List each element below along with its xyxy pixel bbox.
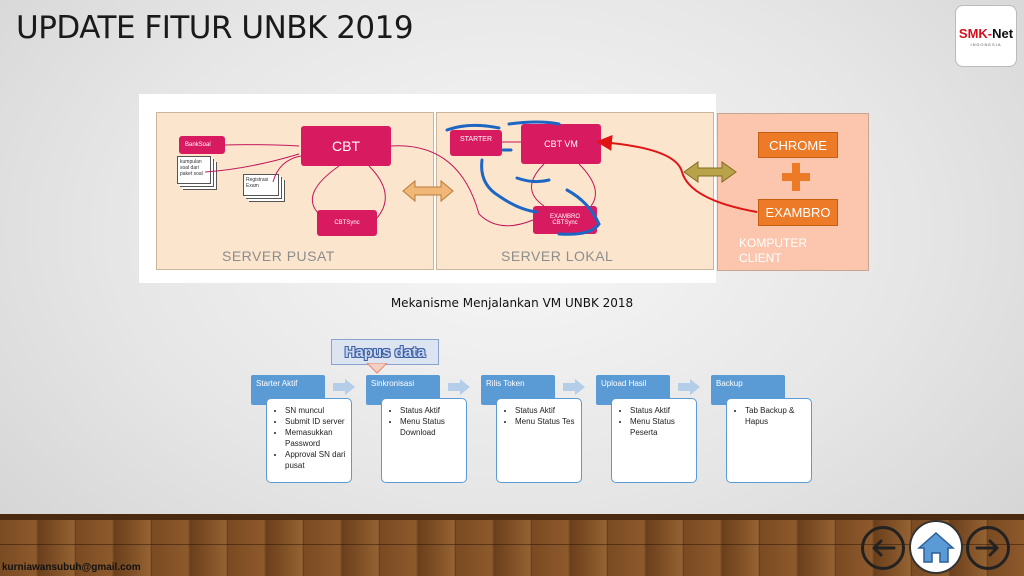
exambro-box-line2: CBTSync [552,220,578,226]
sync-double-arrow [402,179,454,203]
wood-floor-background [0,514,1024,576]
cbt-vm-box: CBT VM [521,124,601,164]
step-item: Status Aktif [515,405,577,416]
arrow-left-icon [872,539,896,557]
client-label-line2: CLIENT [739,251,782,265]
step-item: Submit ID server [285,416,347,427]
step-item: Memasukkan Password [285,427,347,449]
server-pusat-label: SERVER PUSAT [222,248,335,264]
smk-net-logo: SMK-Net INDONESIA [955,5,1017,67]
footer-email: kurniawansubuh@gmail.com [2,562,141,573]
server-lokal-label: SERVER LOKAL [501,248,614,264]
step-item: Approval SN dari pusat [285,449,347,471]
logo-subtitle: INDONESIA [970,41,1002,47]
vm-mechanism-diagram: SERVER PUSAT SERVER LOKAL BankSoal kumpu… [139,94,716,283]
registrasi-doc: Registrasi Exam [243,174,279,196]
starter-box: STARTER [450,130,502,156]
diagram-caption: Mekanisme Menjalankan VM UNBK 2018 [390,296,634,310]
step-box-upload-hasil: Status Aktif Menu Status Peserta [611,398,697,483]
chrome-box: CHROME [758,132,838,158]
step-item: Status Aktif [400,405,462,416]
step-box-backup: Tab Backup & Hapus [726,398,812,483]
client-label-line1: KOMPUTER [739,236,808,250]
diagram-connectors [204,120,601,236]
client-label: KOMPUTER CLIENT [739,236,807,266]
hapus-data-callout: Hapus data [331,339,439,365]
step-box-sinkronisasi: Status Aktif Menu Status Download [381,398,467,483]
bank-soal-box: BankSoal [179,136,225,154]
logo-brand-b: Net [992,25,1014,41]
step-item: Menu Status Peserta [630,416,692,438]
exambro-client-box: EXAMBRO [758,199,838,226]
step-item: Status Aktif [630,405,692,416]
kumpulan-soal-doc: kumpulan soal dari paket soal [177,156,211,184]
home-button[interactable] [909,520,963,574]
slide-title: UPDATE FITUR UNBK 2019 [16,10,414,46]
exambro-box-line1: EXAMBRO [549,214,580,220]
logo-brand-a: SMK- [958,25,993,41]
step-box-starter: SN muncul Submit ID server Memasukkan Pa… [266,398,352,483]
exambro-cbtsync-box: EXAMBRO CBTSync [533,206,597,234]
hapus-data-text: Hapus data [344,343,426,361]
cbtsync-box: CBTSync [317,210,377,236]
arrow-right-icon [975,539,999,557]
step-box-rilis-token: Status Aktif Menu Status Tes [496,398,582,483]
callout-pointer [366,363,388,374]
step-arrow-icon [678,379,700,395]
step-item: Menu Status Tes [515,416,577,427]
step-item: Tab Backup & Hapus [745,405,807,427]
home-icon [917,531,955,563]
step-item: SN muncul [285,405,347,416]
plus-icon [782,163,810,191]
step-arrow-icon [448,379,470,395]
cbt-box: CBT [301,126,391,166]
forward-button[interactable] [966,526,1010,570]
back-button[interactable] [861,526,905,570]
step-arrow-icon [563,379,585,395]
step-item: Menu Status Download [400,416,462,438]
step-arrow-icon [333,379,355,395]
